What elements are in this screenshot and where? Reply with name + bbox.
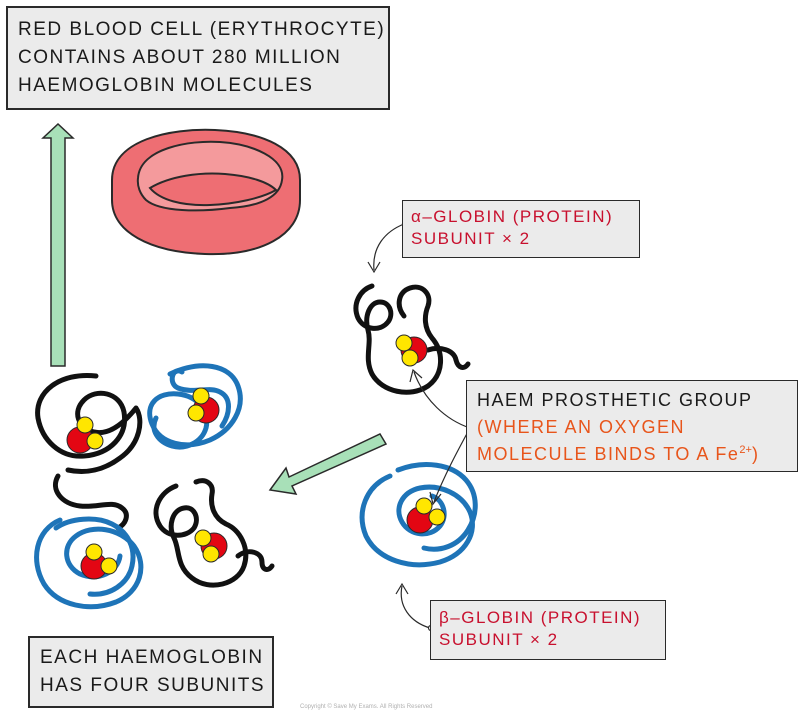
beta-globin-label-line1: β–GLOBIN (PROTEIN) bbox=[439, 608, 642, 627]
haem-pointer-upper bbox=[413, 371, 471, 429]
up-arrow bbox=[41, 122, 75, 367]
haem-label-line3: MOLECULE BINDS TO A Fe2+) bbox=[477, 441, 787, 468]
haem-label-line2: (WHERE AN OXYGEN bbox=[477, 417, 686, 437]
alpha-globin-label-line2: SUBUNIT × 2 bbox=[411, 229, 531, 248]
alpha-globin-label-line1: α–GLOBIN (PROTEIN) bbox=[411, 207, 614, 226]
haem-label-line1: HAEM PROSTHETIC GROUP bbox=[477, 390, 753, 410]
erythrocyte-label-line3: HAEMOGLOBIN MOLECULES bbox=[18, 75, 314, 96]
alpha-subunit-top-left bbox=[35, 373, 143, 531]
copyright-text: Copyright © Save My Exams. All Rights Re… bbox=[300, 704, 433, 710]
subunits-label-line2: HAS FOUR SUBUNITS bbox=[40, 675, 266, 696]
beta-subunit-bottom-left bbox=[34, 516, 144, 610]
alpha-pointer bbox=[373, 223, 405, 271]
beta-globin-label-line2: SUBUNIT × 2 bbox=[439, 630, 559, 649]
alpha-subunit-bottom-right bbox=[153, 478, 275, 588]
beta-globin-label-box: β–GLOBIN (PROTEIN) SUBUNIT × 2 bbox=[430, 600, 666, 660]
red-blood-cell-dimple bbox=[148, 172, 278, 207]
haem-label-line3-text: MOLECULE BINDS TO A Fe bbox=[477, 444, 740, 464]
haemoglobin-molecule bbox=[34, 363, 275, 610]
haem-label-line3-close: ) bbox=[751, 444, 760, 464]
alpha-globin-label-box: α–GLOBIN (PROTEIN) SUBUNIT × 2 bbox=[402, 200, 640, 258]
erythrocyte-label-box: RED BLOOD CELL (ERYTHROCYTE) CONTAINS AB… bbox=[6, 6, 390, 110]
diagonal-arrow bbox=[268, 433, 388, 495]
beta-pointer bbox=[400, 585, 431, 629]
isolated-alpha-subunit bbox=[353, 283, 471, 395]
erythrocyte-label-line1: RED BLOOD CELL (ERYTHROCYTE) bbox=[18, 19, 386, 40]
iron-charge: 2+ bbox=[739, 444, 752, 456]
subunits-label-line1: EACH HAEMOGLOBIN bbox=[40, 647, 264, 668]
haem-label-box: HAEM PROSTHETIC GROUP (WHERE AN OXYGEN M… bbox=[466, 380, 798, 472]
red-blood-cell bbox=[111, 128, 301, 256]
erythrocyte-label-line2: CONTAINS ABOUT 280 MILLION bbox=[18, 47, 342, 68]
pointer-lines bbox=[367, 220, 474, 632]
beta-subunit-top-right bbox=[147, 363, 243, 450]
isolated-beta-subunit bbox=[359, 462, 478, 568]
subunits-label-box: EACH HAEMOGLOBIN HAS FOUR SUBUNITS bbox=[28, 636, 274, 708]
